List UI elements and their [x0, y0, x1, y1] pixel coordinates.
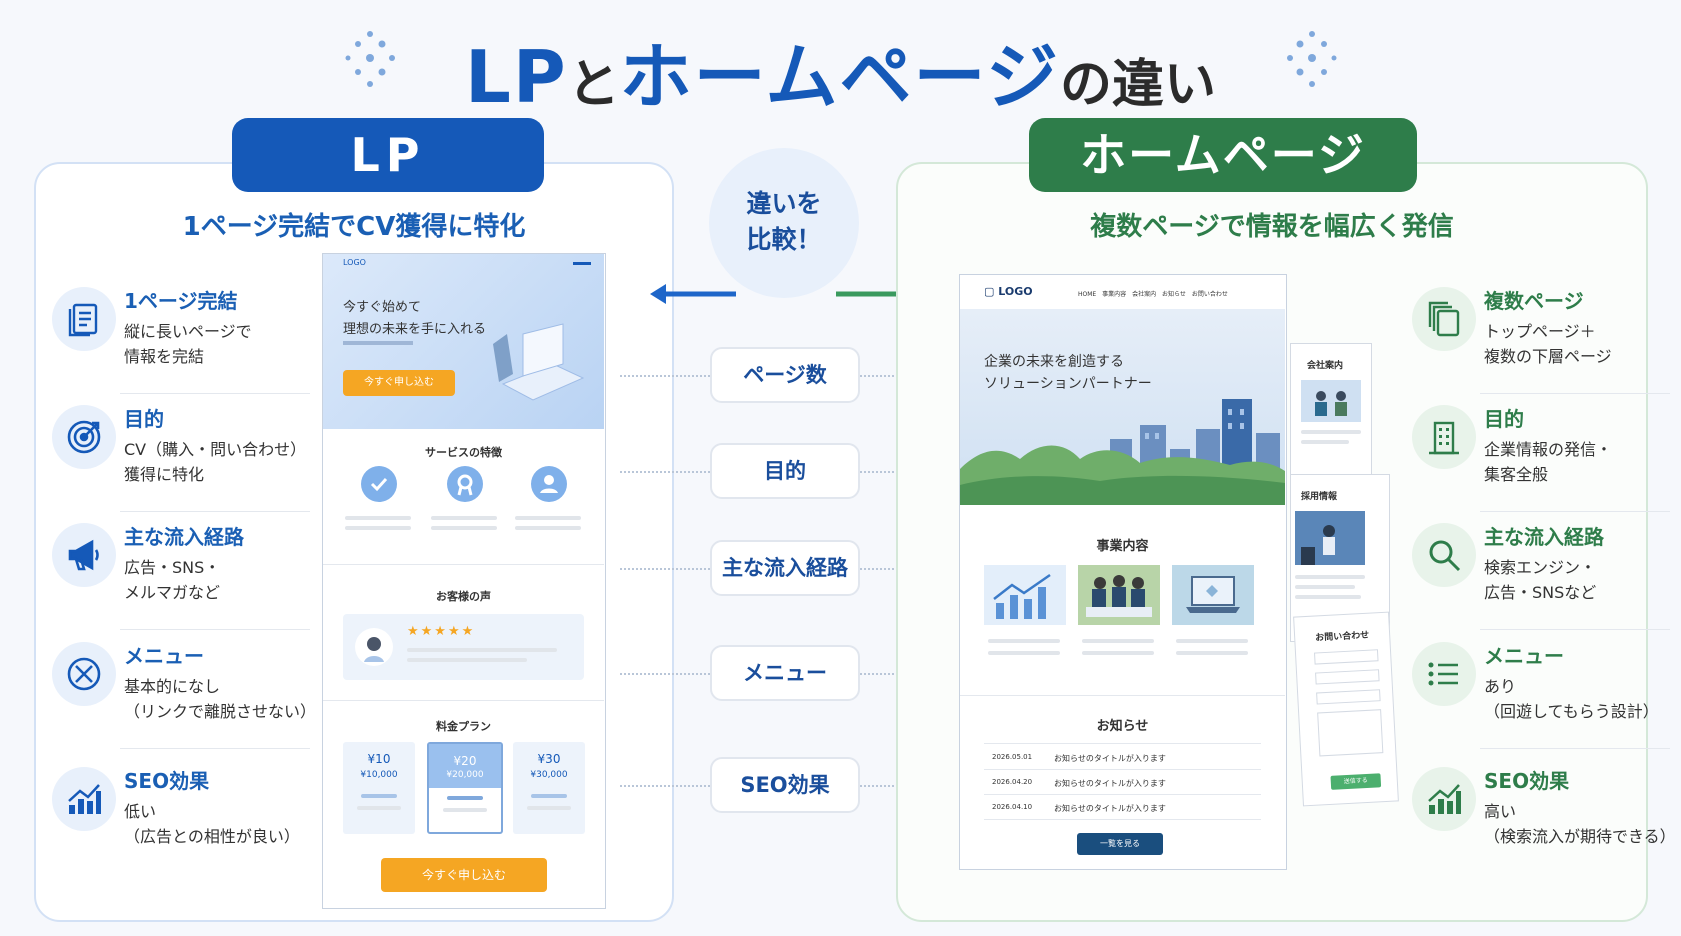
- lp-subtitle: 1ページ完結でCV獲得に特化: [182, 212, 526, 242]
- compare-item-pages: ページ数: [710, 347, 860, 403]
- hp-subtitle: 複数ページで情報を幅広く発信: [1090, 212, 1454, 242]
- avatar: [355, 628, 393, 666]
- nav-business[interactable]: 事業内容: [1102, 291, 1127, 298]
- rating-stars: ★★★★★: [407, 624, 476, 639]
- meeting-image: [1301, 380, 1361, 422]
- pricing-card: ¥30 ¥30,000: [513, 742, 585, 834]
- hp-nav: HOME 事業内容 会社案内 お知らせ お問い合わせ: [1078, 289, 1228, 298]
- nav-home[interactable]: HOME: [1078, 291, 1097, 298]
- growth-chart-image: [984, 565, 1066, 625]
- subpage-company: 会社案内: [1290, 343, 1372, 495]
- medal-icon: [447, 466, 483, 502]
- nav-contact[interactable]: お問い合わせ: [1191, 291, 1228, 298]
- city-skyline-illustration-icon: [960, 399, 1285, 505]
- check-icon: [361, 466, 397, 502]
- user-icon: [531, 466, 567, 502]
- lp-page-mockup: LOGO 今すぐ始めて 理想の未来を手に入れる 今すぐ申し込む サービスの特徴 …: [322, 253, 606, 909]
- sparkle-dots-right-icon: [1287, 31, 1337, 87]
- arrow-left-icon: [650, 284, 736, 304]
- compare-item-purpose: 目的: [710, 443, 860, 499]
- compare-item-menu: メニュー: [710, 645, 860, 701]
- hp-logo: ▢ LOGO: [984, 285, 1033, 298]
- search-icon: [1412, 523, 1476, 587]
- hp-hero: 企業の未来を創造する ソリューションパートナー: [960, 309, 1285, 505]
- compare-item-traffic: 主な流入経路: [710, 540, 860, 596]
- subpage-contact: お問い合わせ 送信する: [1293, 611, 1399, 807]
- lp-hero: LOGO 今すぐ始めて 理想の未来を手に入れる 今すぐ申し込む: [323, 254, 604, 429]
- hp-feature-purpose: 目的 企業情報の発信・集客全般: [1412, 403, 1672, 513]
- menu-line-icon: [573, 262, 591, 265]
- nav-news[interactable]: お知らせ: [1162, 291, 1186, 298]
- list-icon: [1412, 642, 1476, 706]
- news-item[interactable]: お知らせのタイトルが入ります: [1054, 779, 1166, 788]
- view-all-button[interactable]: 一覧を見る: [1077, 833, 1163, 855]
- lp-hero-cta-button[interactable]: 今すぐ申し込む: [343, 370, 455, 396]
- lp-badge: LP: [232, 118, 544, 192]
- hp-feature-traffic: 主な流入経路 検索エンジン・広告・SNSなど: [1412, 521, 1672, 631]
- lp-feature-purpose: 目的 CV（購入・問い合わせ）獲得に特化: [52, 403, 312, 513]
- close-circle-icon: [52, 642, 116, 706]
- target-icon: [52, 405, 116, 469]
- document-icon: [52, 287, 116, 351]
- pages-icon: [1412, 287, 1476, 351]
- hp-feature-menu: メニュー あり（回遊してもらう設計）: [1412, 640, 1672, 750]
- lp-feature-pages: 1ページ完結 縦に長いページで情報を完結: [52, 285, 312, 395]
- page-title: LPとホームページの違い: [464, 35, 1217, 119]
- lp-feature-traffic: 主な流入経路 広告・SNS・メルマガなど: [52, 521, 312, 631]
- pricing-card-featured: ¥20 ¥20,000: [427, 742, 503, 834]
- news-item[interactable]: お知らせのタイトルが入ります: [1054, 754, 1166, 763]
- nav-company[interactable]: 会社案内: [1132, 291, 1157, 298]
- compare-circle: 違いを比較！: [709, 148, 859, 298]
- hp-feature-pages: 複数ページ トップページ＋複数の下層ページ: [1412, 285, 1672, 395]
- team-meeting-image: [1078, 565, 1160, 625]
- laptop-image: [1172, 565, 1254, 625]
- news-item[interactable]: お知らせのタイトルが入ります: [1054, 804, 1166, 813]
- hp-page-mockup: ▢ LOGO HOME 事業内容 会社案内 お知らせ お問い合わせ 企業の未来を…: [959, 274, 1287, 870]
- testimonial-card: ★★★★★: [343, 614, 584, 680]
- lp-feature-menu: メニュー 基本的になし（リンクで離脱させない）: [52, 640, 316, 750]
- sparkle-dots-left-icon: [345, 31, 395, 87]
- laptop-illustration-icon: [493, 323, 585, 401]
- megaphone-icon: [52, 523, 116, 587]
- office-image: [1295, 511, 1365, 565]
- pricing-card: ¥10 ¥10,000: [343, 742, 415, 834]
- send-button[interactable]: 送信する: [1330, 773, 1382, 790]
- hp-feature-seo: SEO効果 高い（検索流入が期待できる）: [1412, 765, 1676, 875]
- building-icon: [1412, 405, 1476, 469]
- lp-feature-seo: SEO効果 低い（広告との相性が良い）: [52, 765, 312, 875]
- bar-chart-icon: [1412, 767, 1476, 831]
- bar-chart-icon: [52, 767, 116, 831]
- compare-item-seo: SEO効果: [710, 757, 860, 813]
- lp-cta-button[interactable]: 今すぐ申し込む: [381, 858, 547, 892]
- hp-badge: ホームページ: [1029, 118, 1417, 192]
